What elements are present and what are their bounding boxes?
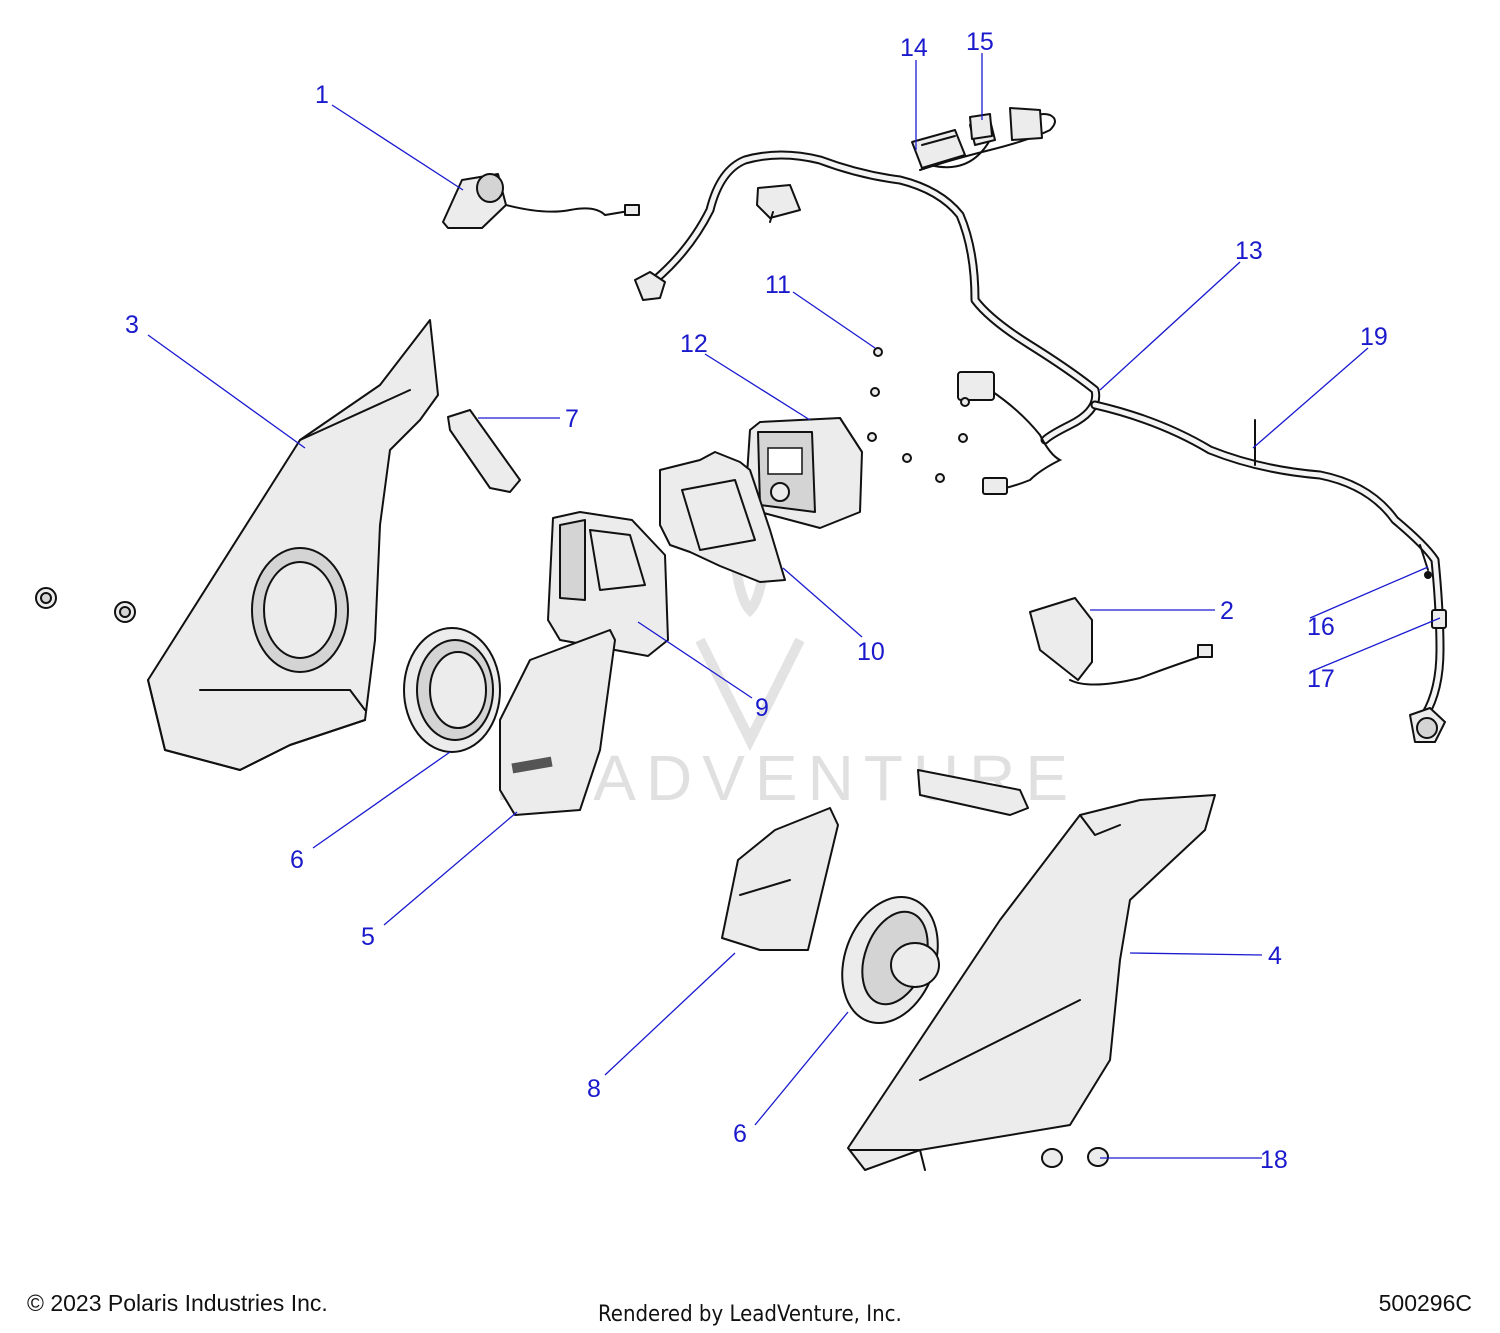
- leader-13: [1099, 261, 1241, 391]
- part-5-speaker-grille-upper[interactable]: [499, 629, 616, 816]
- part-12-head-unit[interactable]: [745, 417, 863, 529]
- part-18-grommets[interactable]: [1041, 1147, 1109, 1168]
- part-9-bezel[interactable]: [547, 511, 669, 657]
- document-number: 500296C: [1378, 1290, 1472, 1316]
- callout-17[interactable]: 17: [1307, 665, 1335, 693]
- part-15-connector[interactable]: [969, 113, 993, 140]
- leader-6b: [754, 1011, 849, 1126]
- part-3-left-door-panel[interactable]: [147, 319, 439, 771]
- leader-11: [792, 291, 876, 349]
- callout-8[interactable]: 8: [587, 1075, 601, 1103]
- part-6-speaker-upper[interactable]: [403, 627, 501, 753]
- leader-1: [331, 104, 464, 191]
- part-grommets-left[interactable]: [35, 587, 136, 623]
- part-6-speaker-lower[interactable]: [825, 884, 954, 1037]
- leader-16: [1309, 566, 1429, 619]
- callout-18[interactable]: 18: [1260, 1146, 1288, 1174]
- callout-1[interactable]: 1: [315, 81, 329, 109]
- leader-10: [782, 567, 863, 638]
- callout-7[interactable]: 7: [565, 405, 579, 433]
- copyright-text: © 2023 Polaris Industries Inc.: [27, 1290, 328, 1316]
- part-1-tweeter-pod[interactable]: [442, 173, 640, 229]
- leader-4: [1129, 952, 1263, 956]
- leader-12: [704, 353, 811, 421]
- leader-19: [1252, 347, 1369, 449]
- leader-5: [383, 811, 518, 926]
- part-13-wiring-harness[interactable]: [634, 107, 1447, 743]
- part-8-speaker-grille-lower[interactable]: [721, 807, 839, 951]
- part-4-right-door-panel[interactable]: [847, 794, 1216, 1171]
- callout-3[interactable]: 3: [125, 311, 139, 339]
- callout-16[interactable]: 16: [1307, 613, 1335, 641]
- leader-9: [637, 621, 753, 699]
- callout-10[interactable]: 10: [857, 638, 885, 666]
- callout-14[interactable]: 14: [900, 34, 928, 62]
- callout-6-lower[interactable]: 6: [733, 1120, 747, 1148]
- callout-4[interactable]: 4: [1268, 942, 1282, 970]
- callout-15[interactable]: 15: [966, 28, 994, 56]
- leader-6a: [312, 751, 451, 849]
- callout-5[interactable]: 5: [361, 923, 375, 951]
- callout-19[interactable]: 19: [1360, 323, 1388, 351]
- callout-numbers: 1 2 3 4 5 6 6 7 8 9 10 11 12 13 14 15 16…: [125, 28, 1388, 1174]
- leader-3: [147, 334, 306, 449]
- callout-2[interactable]: 2: [1220, 597, 1234, 625]
- part-14-connector[interactable]: [911, 129, 966, 169]
- callout-13[interactable]: 13: [1235, 237, 1263, 265]
- part-bracket-strip[interactable]: [917, 769, 1029, 816]
- rendered-by-text: Rendered by LeadVenture, Inc.: [598, 1302, 902, 1327]
- part-2-tweeter-pod-right[interactable]: [1029, 597, 1213, 686]
- part-11-screws[interactable]: [867, 347, 970, 483]
- leader-8: [604, 952, 736, 1076]
- part-7-bracket[interactable]: [447, 409, 521, 493]
- callout-11[interactable]: 11: [765, 271, 791, 299]
- callout-6-upper[interactable]: 6: [290, 846, 304, 874]
- callout-12[interactable]: 12: [680, 330, 708, 358]
- leader-lines: [147, 53, 1441, 1159]
- callout-9[interactable]: 9: [755, 694, 769, 722]
- part-10-mounting-bracket[interactable]: [659, 451, 786, 583]
- watermark-logo-icon: [695, 637, 805, 752]
- leader-17: [1309, 617, 1441, 673]
